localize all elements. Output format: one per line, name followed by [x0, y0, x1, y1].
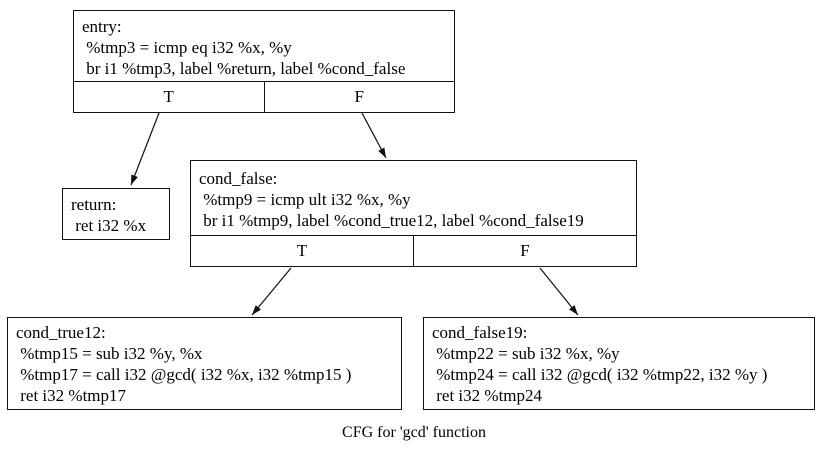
- node-cond-false-body: cond_false: %tmp9 = icmp ult i32 %x, %y …: [191, 161, 636, 235]
- block-label: cond_false19:: [432, 323, 528, 342]
- edge-cond-false-false-to-cond-false19: [539, 267, 579, 316]
- node-entry-branch-ports: T F: [74, 81, 454, 112]
- port-true-label: T: [163, 87, 174, 106]
- graph-caption: CFG for 'gcd' function: [342, 424, 486, 441]
- ir-instruction: %tmp9 = icmp ult i32 %x, %y: [199, 190, 411, 209]
- ir-instruction: %tmp17 = call i32 @gcd( i32 %x, i32 %tmp…: [16, 365, 352, 384]
- cfg-node-entry: entry: %tmp3 = icmp eq i32 %x, %y br i1 …: [73, 10, 455, 113]
- edge-cond-false-true-to-cond-true12: [251, 267, 292, 316]
- ir-instruction: %tmp3 = icmp eq i32 %x, %y: [82, 38, 292, 57]
- port-false-label: F: [413, 236, 636, 266]
- ir-instruction: %tmp22 = sub i32 %x, %y: [432, 344, 620, 363]
- node-cond-true12-body: cond_true12: %tmp15 = sub i32 %y, %x %tm…: [8, 318, 401, 409]
- edge-entry-false-to-cond-false: [361, 112, 387, 159]
- ir-instruction: br i1 %tmp3, label %return, label %cond_…: [82, 59, 406, 78]
- edge-entry-true-to-return: [130, 112, 160, 186]
- node-return-body: return: ret i32 %x: [63, 189, 169, 239]
- ir-instruction: ret i32 %tmp17: [16, 386, 127, 405]
- cfg-node-cond-true12: cond_true12: %tmp15 = sub i32 %y, %x %tm…: [7, 317, 402, 410]
- ir-instruction: br i1 %tmp9, label %cond_true12, label %…: [199, 211, 584, 230]
- ir-instruction: ret i32 %tmp24: [432, 386, 543, 405]
- port-false-label: F: [263, 82, 455, 112]
- block-label: cond_false:: [199, 169, 278, 188]
- block-label: entry:: [82, 17, 122, 36]
- ir-instruction: %tmp15 = sub i32 %y, %x: [16, 344, 203, 363]
- ir-instruction: %tmp24 = call i32 @gcd( i32 %tmp22, i32 …: [432, 365, 768, 384]
- node-entry-body: entry: %tmp3 = icmp eq i32 %x, %y br i1 …: [74, 11, 454, 81]
- block-label: cond_true12:: [16, 323, 106, 342]
- cfg-node-return: return: ret i32 %x: [62, 188, 170, 240]
- ir-instruction: ret i32 %x: [71, 216, 147, 235]
- node-cond-false19-body: cond_false19: %tmp22 = sub i32 %x, %y %t…: [424, 318, 814, 409]
- cfg-node-cond-false19: cond_false19: %tmp22 = sub i32 %x, %y %t…: [423, 317, 815, 410]
- port-true-label: T: [296, 241, 308, 260]
- node-cond-false-branch-ports: T F: [191, 235, 636, 266]
- cfg-node-cond-false: cond_false: %tmp9 = icmp ult i32 %x, %y …: [190, 160, 637, 267]
- block-label: return:: [71, 195, 117, 214]
